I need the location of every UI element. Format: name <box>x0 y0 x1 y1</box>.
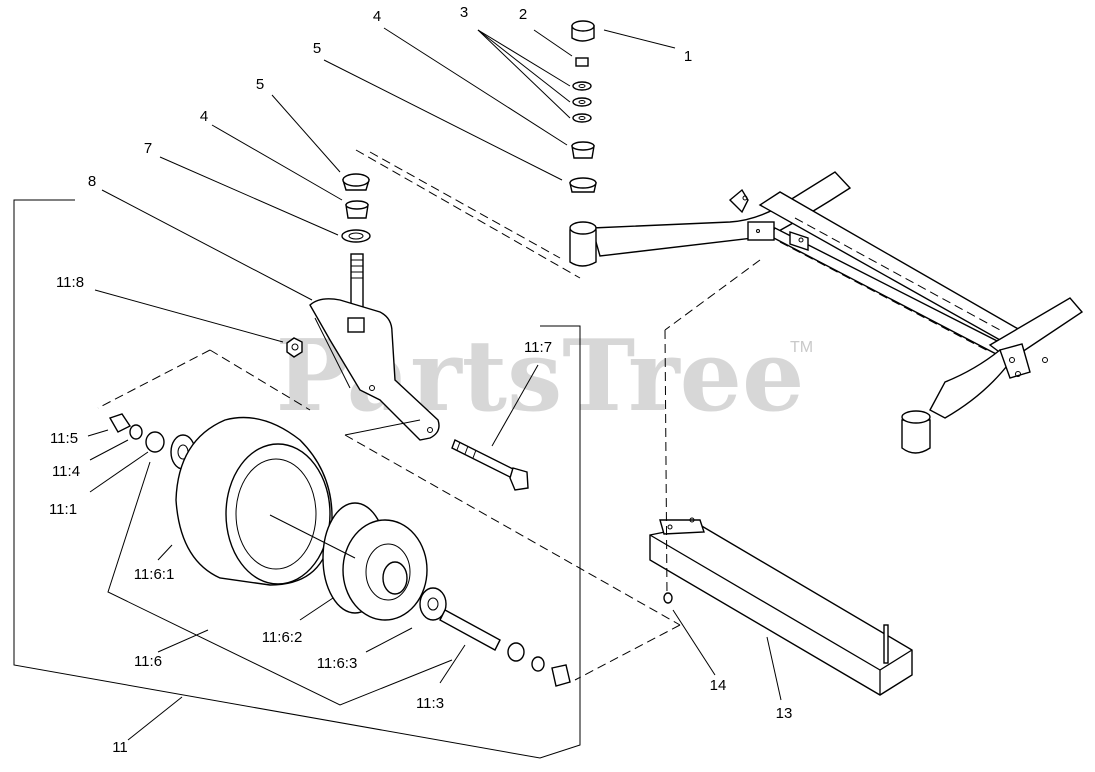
callout-7: 7 <box>144 140 152 157</box>
assembly-11-outline <box>13 199 581 759</box>
callout-11-5: 11:5 <box>50 430 78 447</box>
alignment-lines <box>97 149 761 681</box>
callout-13: 13 <box>776 705 793 722</box>
callout-11-6-2: 11:6:2 <box>262 629 303 646</box>
callout-11-6-1: 11:6:1 <box>134 566 175 583</box>
callout-labels: 1 2 3 4 5 5 4 7 8 11:8 11:7 11:5 11:4 11… <box>49 4 792 756</box>
leader-lines <box>87 27 782 741</box>
callout-4-upper: 4 <box>373 8 381 25</box>
front-axle-frame <box>569 171 1084 454</box>
callout-11-6-3: 11:6:3 <box>317 655 358 672</box>
callout-11-4: 11:4 <box>52 463 80 480</box>
callout-11-3: 11:3 <box>416 695 444 712</box>
watermark-trademark: TM <box>790 339 813 356</box>
callout-1: 1 <box>684 48 692 65</box>
upper-bearing-stack <box>569 20 597 193</box>
callout-11-8: 11:8 <box>56 274 84 291</box>
callout-11-7: 11:7 <box>524 339 552 356</box>
callout-14: 14 <box>710 677 727 694</box>
callout-11: 11 <box>112 739 128 756</box>
callout-5-lower: 5 <box>256 76 264 93</box>
caster-fork-assembly <box>286 173 529 491</box>
callout-5-upper: 5 <box>313 40 321 57</box>
callout-11-6: 11:6 <box>134 653 162 670</box>
callout-3: 3 <box>460 4 468 21</box>
callout-4-lower: 4 <box>200 108 208 125</box>
callout-2: 2 <box>519 6 527 23</box>
callout-11-1: 11:1 <box>49 501 77 518</box>
wheel-assembly <box>108 413 571 687</box>
weight-bar-assembly <box>649 517 913 696</box>
callout-8: 8 <box>88 173 96 190</box>
assembly-11-6-outline <box>107 461 453 706</box>
